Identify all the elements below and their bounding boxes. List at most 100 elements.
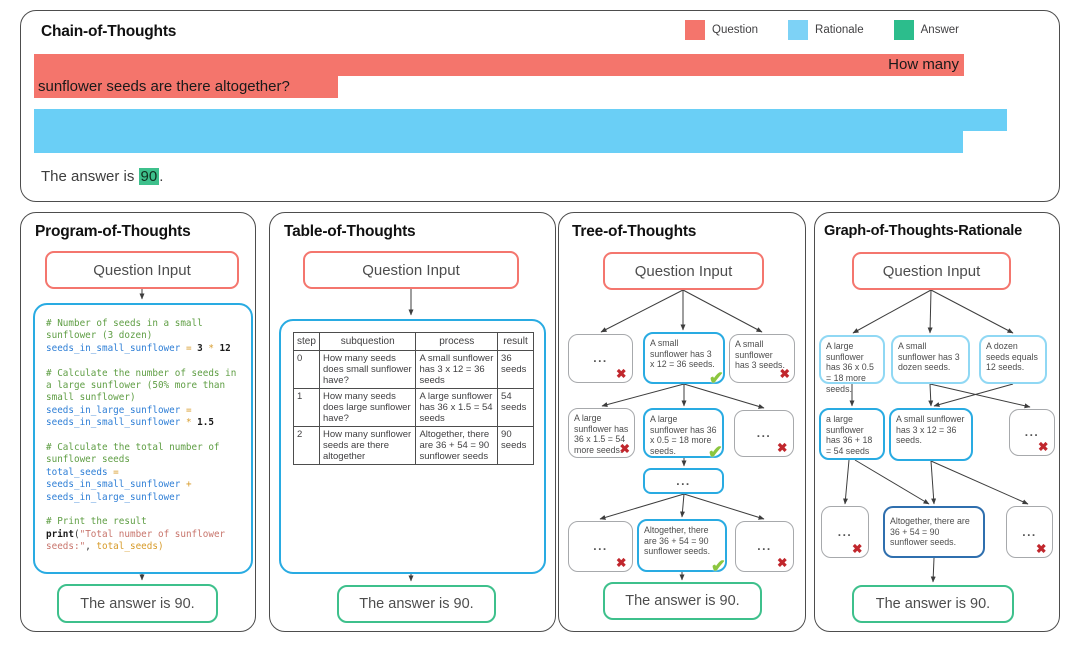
panel-title: Tree-of-Thoughts	[572, 223, 697, 240]
tree-node-pruned: ...✖	[568, 334, 633, 383]
table-cell: How many seeds does large sunflower have…	[318, 388, 417, 427]
code-line: seeds_in_small_sunflower +	[46, 479, 192, 491]
code-line: small sunflower)	[46, 392, 136, 404]
table-header: result	[497, 332, 534, 351]
answer-period: .	[159, 168, 164, 185]
answer-label: The answer is 90.	[80, 595, 195, 612]
question-input-label: Question Input	[634, 262, 733, 280]
cross-icon: ✖	[777, 555, 789, 570]
tree-node-accepted: A small sunflower has 3 x 12 = 36 seeds.…	[643, 332, 725, 388]
node-text: A large sunflower has 36 x 0.5 = 18 more…	[650, 414, 717, 457]
node-text: A small sunflower has 3 seeds.	[735, 339, 785, 371]
question-input-label: Question Input	[93, 261, 191, 279]
node-text: A small sunflower has 3 x 12 = 36 seeds.	[650, 338, 715, 370]
graph-node-thought: a large sunflower has 36 + 18 = 54 seeds	[819, 408, 885, 460]
node-text: Altogether, there are 36 + 54 = 90 sunfl…	[890, 516, 970, 548]
graph-node-pruned: ...✖	[1009, 409, 1055, 456]
graph-node-final-thought: Altogether, there are 36 + 54 = 90 sunfl…	[883, 506, 985, 558]
cross-icon: ✖	[852, 541, 864, 556]
tree-node-pruned: ... ✖	[735, 521, 794, 572]
question-highlight-bar-line2: sunflower seeds are there altogether?	[34, 76, 338, 98]
answer-color-swatch	[893, 20, 914, 40]
tree-node-ellipsis: ...	[643, 468, 724, 494]
node-text: ...	[757, 539, 772, 554]
question-highlight-bar-line1: How many	[34, 54, 964, 76]
chain-of-thoughts-panel: Chain-of-Thoughts Question Rationale Ans…	[20, 10, 1060, 202]
node-text: ...	[1024, 425, 1040, 440]
tree-node-accepted: A large sunflower has 36 x 0.5 = 18 more…	[643, 408, 724, 462]
answer-box: The answer is 90.	[852, 585, 1014, 623]
check-icon: ✔	[707, 442, 723, 462]
cross-icon: ✖	[777, 440, 789, 455]
table-header: subquestion	[318, 332, 417, 351]
table-cell: How many seeds does small sunflower have…	[318, 350, 417, 389]
code-block: # Number of seeds in a small sunflower (…	[33, 303, 253, 574]
code-line	[46, 504, 240, 516]
table-cell: 1	[293, 388, 320, 427]
answer-box: The answer is 90.	[603, 582, 762, 620]
tree-node-pruned: ... ✖	[734, 410, 794, 457]
cross-icon: ✖	[616, 555, 628, 570]
legend: Question Rationale Answer	[685, 20, 959, 40]
program-of-thoughts-panel: Program-of-Thoughts Question Input # Num…	[20, 212, 256, 632]
answer-box: The answer is 90.	[57, 584, 218, 623]
check-icon: ✔	[708, 368, 724, 388]
question-input-box: Question Input	[303, 251, 519, 289]
node-text: A small sunflower has 3 dozen seeds.	[898, 341, 960, 373]
node-text: ...	[756, 426, 772, 441]
tree-of-thoughts-panel: Tree-of-Thoughts Question Input ... ✖ A s…	[558, 212, 806, 632]
node-text: A dozen seeds equals 12 seeds.	[986, 341, 1038, 373]
node-text: a large sunflower has 36 + 18 = 54 seeds	[826, 414, 873, 457]
table-header: step	[293, 332, 320, 351]
code-line: total_seeds =	[46, 466, 119, 478]
question-tail-text: sunflower seeds are there altogether?	[38, 78, 290, 95]
node-text: A large sunflower has 36 x 1.5 = 54 more…	[574, 413, 629, 456]
code-line: sunflower (3 dozen)	[46, 330, 153, 342]
table-cell: 90 seeds	[497, 426, 534, 465]
code-line: # Calculate the total number of	[46, 442, 220, 454]
answer-label: The answer is 90.	[875, 596, 991, 612]
code-line: print("Total number of sunflower	[46, 528, 226, 540]
answer-label: The answer is 90.	[359, 596, 474, 612]
tree-node-pruned: ...✖	[568, 521, 633, 572]
code-line: seeds_in_small_sunflower * 1.5	[46, 417, 214, 429]
graph-node-pruned: ... ✖	[1006, 506, 1053, 558]
tree-node-rejected: A large sunflower has 36 x 1.5 = 54 more…	[568, 408, 635, 458]
answer-box: The answer is 90.	[337, 585, 496, 623]
code-line: sunflower seeds	[46, 454, 130, 466]
cross-icon: ✖	[1036, 541, 1048, 556]
legend-label: Rationale	[815, 24, 864, 36]
rationale-redacted-bar-line1	[34, 109, 1007, 131]
legend-item-answer: Answer	[893, 20, 959, 40]
table-cell: 2	[293, 426, 320, 465]
panel-title: Program-of-Thoughts	[35, 223, 191, 240]
table-row: 2 How many sunflower seeds are there alt…	[293, 426, 534, 465]
table-cell: A large sunflower has 36 x 1.5 = 54 seed…	[415, 388, 499, 427]
question-input-box: Question Input	[852, 252, 1011, 290]
graph-node-thought: A dozen seeds equals 12 seeds.	[979, 335, 1047, 384]
question-tail-text: How many	[888, 56, 959, 73]
code-line: seeds:", total_seeds)	[46, 541, 164, 553]
table-header-row: step subquestion process result	[293, 332, 534, 351]
code-line: # Calculate the number of seeds in	[46, 367, 237, 379]
table-row: 1 How many seeds does large sunflower ha…	[293, 388, 534, 427]
answer-label: The answer is 90.	[625, 593, 740, 609]
question-input-box: Question Input	[45, 251, 239, 289]
legend-label: Question	[712, 24, 759, 36]
graph-node-thought: A large sunflower has 36 x 0.5 = 18 more…	[819, 335, 885, 394]
code-line: seeds_in_large_sunflower =	[46, 404, 192, 416]
question-input-label: Question Input	[882, 262, 981, 280]
node-text: ...	[676, 473, 691, 488]
legend-item-rationale: Rationale	[788, 20, 864, 40]
thoughts-table: step subquestion process result 0 How ma…	[293, 332, 534, 465]
rationale-redacted-bar-line2	[34, 131, 963, 153]
code-line: # Number of seeds in a small	[46, 318, 203, 329]
table-cell: 54 seeds	[497, 388, 534, 427]
cross-icon: ✖	[619, 441, 630, 456]
node-text: ...	[1022, 524, 1037, 539]
graph-node-thought: A small sunflower has 3 dozen seeds.	[891, 335, 970, 384]
code-line: seeds_in_large_sunflower	[46, 491, 181, 503]
panel-title: Chain-of-Thoughts	[41, 23, 177, 40]
node-text: ...	[593, 351, 608, 366]
